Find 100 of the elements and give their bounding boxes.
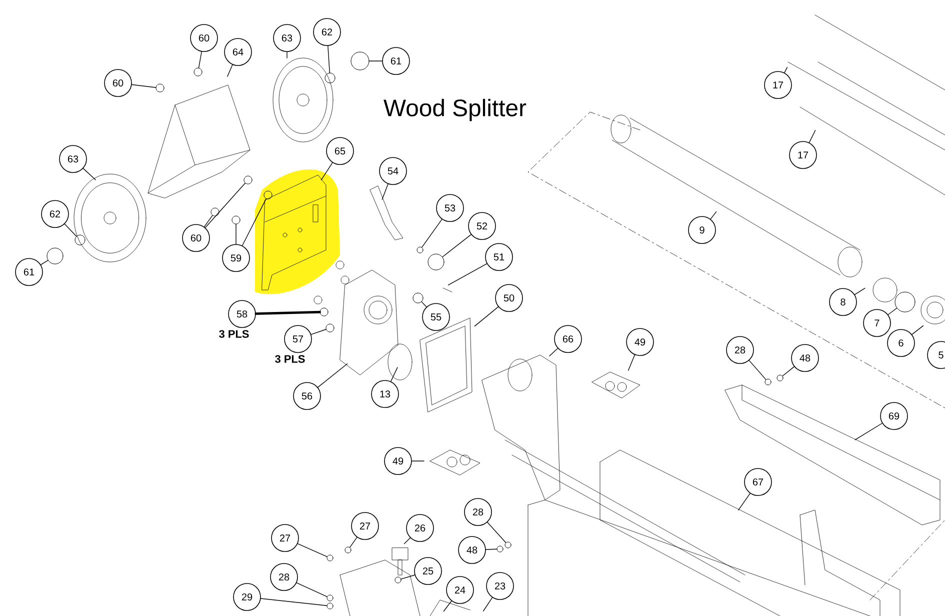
leader-line: [912, 325, 924, 335]
nut: [504, 542, 512, 548]
nut: [194, 68, 202, 76]
nut: [416, 246, 424, 254]
leader-line: [628, 354, 636, 371]
nut: [394, 576, 402, 584]
callout-number: 62: [41, 200, 69, 228]
callout-number: 27: [271, 524, 299, 552]
callout-number: 17: [789, 141, 817, 169]
nut: [320, 308, 328, 316]
leader-line: [888, 308, 898, 315]
leader-line: [260, 598, 328, 606]
nut: [764, 378, 772, 386]
leader-line: [443, 600, 452, 612]
leader-line: [40, 260, 48, 266]
leader-line: [296, 582, 328, 597]
leader-line: [854, 422, 882, 440]
nut: [496, 546, 504, 552]
nut: [244, 176, 252, 184]
leader-line: [390, 367, 398, 382]
callout-number: 8: [829, 288, 857, 316]
nut: [344, 546, 352, 554]
leader-line: [474, 306, 499, 327]
callout-number: 49: [626, 328, 654, 356]
callout-number: 6: [887, 329, 915, 357]
callout-number: 62: [313, 18, 341, 46]
nut: [326, 324, 334, 332]
callout-number: 65: [326, 137, 354, 165]
quantity-note: 3 PLS: [275, 355, 305, 363]
leader-line: [227, 64, 233, 77]
leader-line: [710, 211, 717, 220]
callout-number: 64: [224, 38, 252, 66]
leader-line: [854, 288, 866, 295]
callout-number: 66: [554, 325, 582, 353]
leader-line: [64, 224, 77, 237]
leader-line: [442, 234, 472, 258]
washer: [894, 292, 916, 312]
callout-number: 9: [688, 216, 716, 244]
callout-number: 28: [726, 336, 754, 364]
washer: [350, 52, 370, 70]
callout-number: 5: [927, 341, 945, 369]
leader-line: [422, 218, 442, 248]
leader-line: [382, 184, 388, 200]
callout-number: 59: [222, 244, 250, 272]
callout-number: 61: [15, 258, 43, 286]
callout-number: 57: [284, 325, 312, 353]
leader-line: [400, 574, 416, 580]
callout-number: 53: [436, 194, 464, 222]
leader-line: [487, 522, 506, 543]
callout-number: 24: [446, 576, 474, 604]
leader-line: [412, 460, 424, 462]
leader-line: [254, 310, 321, 315]
leader-line: [286, 52, 288, 58]
leader-line: [242, 198, 266, 246]
callout-number: 7: [863, 309, 891, 337]
leader-line: [320, 162, 333, 180]
callout-number: 51: [485, 243, 513, 271]
callout-number: 48: [458, 536, 486, 564]
leader-line: [482, 597, 493, 612]
nut: [776, 374, 784, 382]
callout-number: 25: [414, 557, 442, 585]
callout-number: 49: [384, 447, 412, 475]
callout-number: 60: [190, 24, 218, 52]
leader-line: [808, 130, 816, 143]
callout-number: 60: [182, 224, 210, 252]
leader-line: [738, 493, 750, 510]
leader-line: [368, 60, 382, 62]
callout-number: 54: [379, 157, 407, 185]
washer: [428, 254, 444, 270]
callout-number: 55: [422, 303, 450, 331]
nut: [326, 602, 334, 610]
leader-line: [549, 348, 558, 356]
nut: [326, 594, 334, 602]
callout-number: 52: [468, 212, 496, 240]
title: Wood Splitter: [384, 98, 526, 122]
leader-line: [310, 329, 326, 335]
nut: [156, 84, 164, 92]
callout-number: 28: [270, 563, 298, 591]
leader-line: [448, 263, 488, 286]
leader-line: [748, 360, 766, 380]
callout-number: 69: [880, 402, 908, 430]
nut: [324, 72, 336, 84]
callout-number: 63: [273, 24, 301, 52]
nut: [210, 208, 220, 216]
nut: [74, 234, 86, 246]
callout-number: 27: [351, 512, 379, 540]
callout-number: 13: [371, 380, 399, 408]
nut: [412, 292, 424, 304]
callout-number: 17: [764, 71, 792, 99]
nut: [264, 190, 272, 200]
leader-line: [421, 301, 427, 308]
leader-line: [297, 543, 328, 558]
quantity-note: 3 PLS: [219, 330, 249, 338]
washer: [46, 248, 64, 264]
callout-number: 63: [59, 145, 87, 173]
leader-line: [350, 536, 358, 548]
leader-line: [404, 537, 411, 544]
leader-line: [204, 215, 213, 228]
leader-line: [318, 363, 348, 388]
callout-number: 29: [233, 583, 261, 611]
